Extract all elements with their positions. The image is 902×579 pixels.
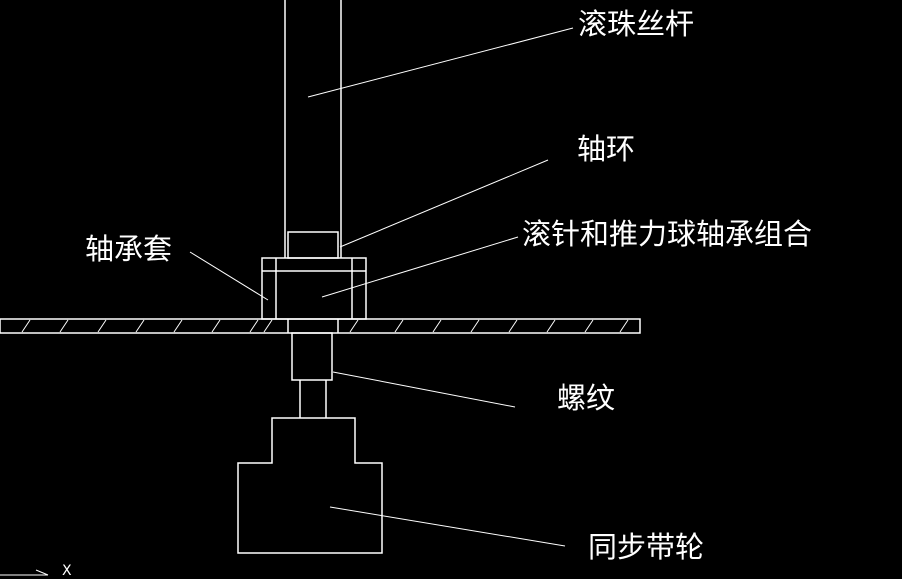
ucs-x-axis-icon	[0, 569, 49, 576]
axis-x-label: X	[62, 563, 72, 579]
thread-nut	[291, 332, 333, 381]
ball-screw-shaft	[284, 0, 342, 258]
leader-timing-pulley	[329, 506, 566, 547]
leader-bearing-combo	[321, 236, 519, 298]
label-timing-pulley: 同步带轮	[588, 530, 705, 564]
shaft-collar	[287, 231, 339, 259]
leader-bearing-sleeve	[189, 251, 269, 301]
lower-shaft	[299, 380, 327, 418]
label-ball-screw: 滚珠丝杆	[578, 7, 695, 41]
leader-ball-screw	[307, 27, 574, 98]
leader-shaft-collar	[339, 159, 549, 248]
mounting-plate	[0, 318, 641, 334]
timing-pulley	[237, 417, 383, 554]
label-thread: 螺纹	[557, 381, 616, 415]
label-bearing-combo: 滚针和推力球轴承组合	[522, 217, 813, 251]
label-bearing-sleeve: 轴承套	[85, 232, 173, 266]
bearing-sleeve-inner	[262, 270, 366, 319]
leader-thread	[332, 371, 516, 408]
label-shaft-collar: 轴环	[577, 132, 636, 166]
plate-hatching	[21, 319, 629, 333]
